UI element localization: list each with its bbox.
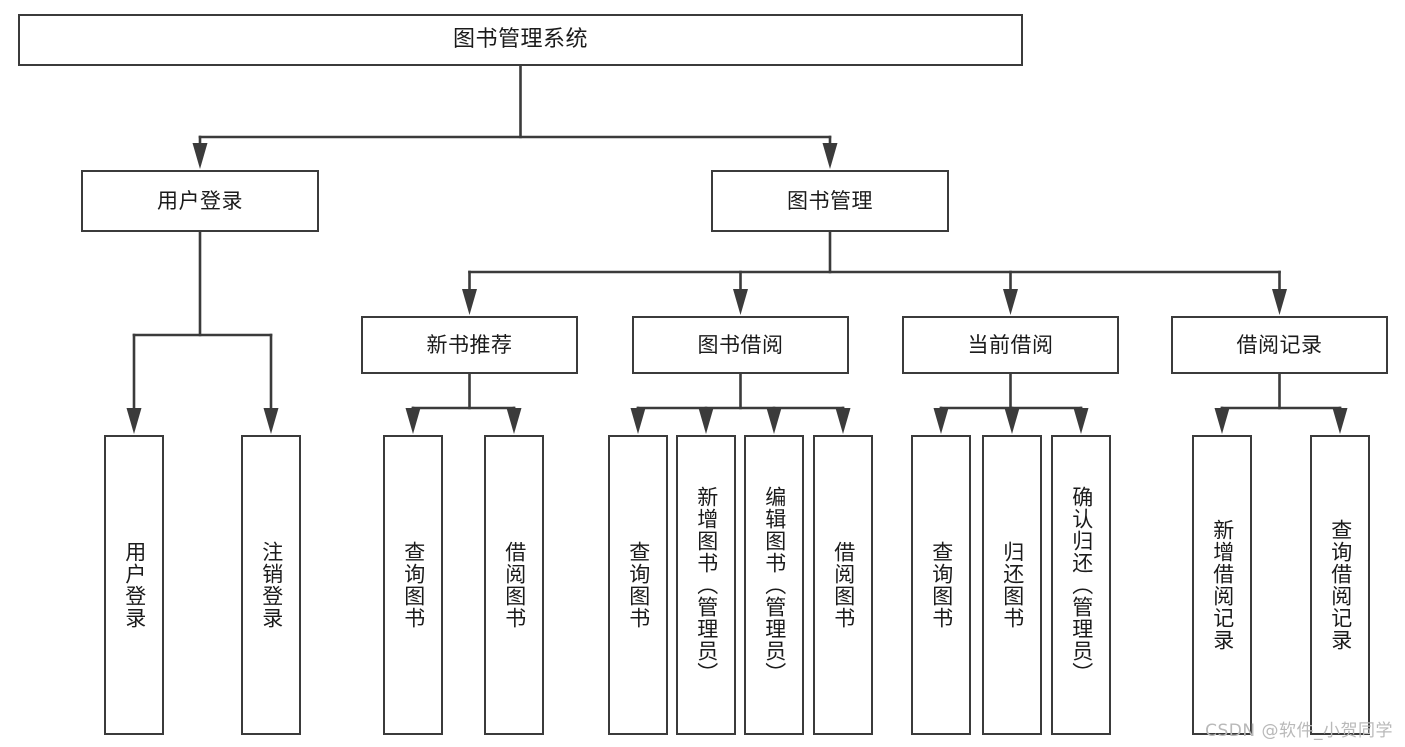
node-l_login: 用户登录 <box>104 435 164 735</box>
node-label: 当前借阅 <box>967 332 1054 357</box>
node-label: 确认归还（管理员） <box>1069 486 1094 684</box>
node-label: 新增借阅记录 <box>1210 519 1235 651</box>
arrowhead-current <box>1003 289 1018 315</box>
arrowhead-l_logout <box>263 408 279 434</box>
node-label: 注销登录 <box>259 541 284 629</box>
arrowhead-b_add <box>698 408 714 434</box>
node-label: 图书管理 <box>787 188 873 213</box>
arrowhead-c_query <box>933 408 949 434</box>
node-label: 查询图书 <box>929 541 954 629</box>
arrowhead-borrow <box>733 289 748 315</box>
node-bookmgmt: 图书管理 <box>711 170 949 232</box>
arrowhead-b_edit <box>766 408 782 434</box>
node-label: 查询图书 <box>626 541 651 629</box>
node-b_edit: 编辑图书（管理员） <box>744 435 804 735</box>
arrowhead-l_login <box>126 408 142 434</box>
node-label: 用户登录 <box>157 188 243 213</box>
node-label: 新书推荐 <box>426 332 513 357</box>
node-newbook: 新书推荐 <box>361 316 578 374</box>
arrowhead-r_query <box>1332 408 1348 434</box>
arrowhead-newbook <box>462 289 477 315</box>
node-r_query: 查询借阅记录 <box>1310 435 1370 735</box>
node-label: 查询借阅记录 <box>1328 519 1353 651</box>
node-label: 用户登录 <box>122 541 147 629</box>
node-label: 借阅记录 <box>1236 332 1323 357</box>
node-l_logout: 注销登录 <box>241 435 301 735</box>
arrowhead-b_query <box>630 408 646 434</box>
node-b_lend: 借阅图书 <box>813 435 873 735</box>
arrowhead-login <box>192 143 208 169</box>
node-records: 借阅记录 <box>1171 316 1388 374</box>
node-root: 图书管理系统 <box>18 14 1023 66</box>
node-b_query: 查询图书 <box>608 435 668 735</box>
node-borrow: 图书借阅 <box>632 316 849 374</box>
arrowhead-n_borrow <box>506 408 522 434</box>
node-label: 查询图书 <box>401 541 426 629</box>
node-n_query: 查询图书 <box>383 435 443 735</box>
node-label: 编辑图书（管理员） <box>762 486 787 684</box>
arrowhead-c_confirm <box>1073 408 1089 434</box>
node-label: 归还图书 <box>1000 541 1025 629</box>
node-label: 新增图书（管理员） <box>694 486 719 684</box>
node-c_return: 归还图书 <box>982 435 1042 735</box>
node-c_query: 查询图书 <box>911 435 971 735</box>
arrowhead-c_return <box>1004 408 1020 434</box>
node-label: 图书借阅 <box>697 332 784 357</box>
arrowhead-b_lend <box>835 408 851 434</box>
arrowhead-records <box>1272 289 1287 315</box>
node-label: 图书管理系统 <box>452 27 588 53</box>
arrowhead-r_add <box>1214 408 1230 434</box>
node-current: 当前借阅 <box>902 316 1119 374</box>
arrowhead-bookmgmt <box>822 143 838 169</box>
arrowhead-n_query <box>405 408 421 434</box>
node-b_add: 新增图书（管理员） <box>676 435 736 735</box>
node-n_borrow: 借阅图书 <box>484 435 544 735</box>
node-r_add: 新增借阅记录 <box>1192 435 1252 735</box>
node-c_confirm: 确认归还（管理员） <box>1051 435 1111 735</box>
node-label: 借阅图书 <box>831 541 856 629</box>
node-label: 借阅图书 <box>502 541 527 629</box>
node-login: 用户登录 <box>81 170 319 232</box>
